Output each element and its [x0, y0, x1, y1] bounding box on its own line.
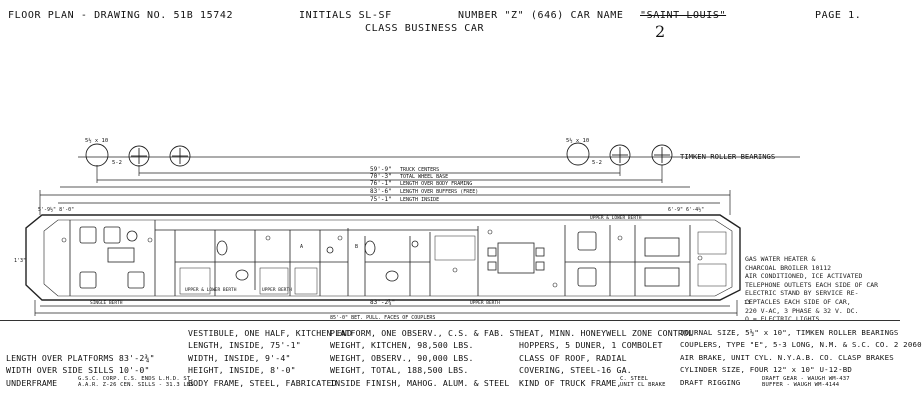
truck-label-4: 5-2 [592, 160, 602, 166]
dim-side-right: 13 [744, 300, 750, 306]
room-label-b: B [355, 244, 358, 250]
car-name-struck: "SAINT LOUIS" [640, 10, 727, 21]
dim-desc-3: LENGTH OVER BODY FRAMING [400, 181, 472, 187]
truck-label-2: 5-2 [112, 160, 122, 166]
room-label-a: A [300, 244, 303, 250]
spec-underframe: UNDERFRAME [6, 377, 58, 388]
note-line: TELEPHONE OUTLETS EACH SIDE OF CAR [745, 280, 879, 289]
dim-desc-1: TRUCK CENTERS [400, 167, 439, 173]
plan-label-upper-2: UPPER BERTH [470, 300, 500, 306]
dim-right-top: 6'-9" 6'-4½" [668, 206, 704, 213]
spec-col-3: PLATFORM, ONE OBSERV., C.S. & FAB. ST. W… [330, 328, 525, 388]
axle-circle [169, 145, 191, 167]
car-number-label: NUMBER "Z" (646) CAR NAME [458, 10, 624, 21]
dim-desc-5: LENGTH INSIDE [400, 197, 439, 203]
note-line: 220 V-AC, 3 PHASE & 32 V. DC. [745, 306, 859, 315]
spec-divider [0, 320, 900, 321]
notes-block: GAS WATER HEATER & CHARCOAL BROILER 1011… [745, 255, 878, 324]
page-number: PAGE 1. [815, 10, 862, 21]
truck-label-1: 5½ x 10 [85, 137, 108, 144]
note-line: O = ELECTRIC LIGHTS [745, 315, 878, 324]
bearings-label: TIMKEN ROLLER BEARINGS [680, 152, 775, 161]
handwritten-mark: 2 [655, 22, 666, 41]
note-line: AIR CONDITIONED, ICE ACTIVATED [745, 272, 863, 281]
dim-value-4: 83'-6" [370, 188, 392, 195]
dim-side-left: 1'3" [14, 258, 26, 264]
plan-label-upper: UPPER BERTH [262, 287, 292, 293]
spec-underframe-detail: G.S.C. CORP. C.S. ENDS L.H.D. ST. A.A.R.… [78, 376, 198, 388]
plan-label-upper-lower-top: UPPER & LOWER BERTH [590, 215, 642, 221]
note-line: GAS WATER HEATER & [745, 255, 816, 263]
class-label: CLASS BUSINESS CAR [365, 23, 485, 34]
dim-desc-2: TOTAL WHEEL BASE [400, 174, 448, 180]
drawing-number: FLOOR PLAN - DRAWING NO. 51B 15742 [8, 10, 234, 21]
spec-col-1: LENGTH OVER PLATFORMS 83'-2¾" WIDTH OVER… [6, 327, 155, 389]
spec-col-4: HEAT, MINN. HONEYWELL ZONE CONTROL HOPPE… [519, 328, 694, 388]
spec-length-platforms: LENGTH OVER PLATFORMS 83'-2¾" [6, 352, 155, 363]
axle-circle [85, 143, 109, 167]
spec-truck-frame-detail: C. STEEL UNIT CL BRAKE [620, 376, 666, 388]
truck-label-3: 5½ x 10 [566, 137, 589, 144]
spec-col-5: JOURNAL SIZE, 5½" x 10", TIMKEN ROLLER B… [680, 328, 922, 387]
dim-desc-4: LENGTH OVER BUFFERS (FREE) [400, 189, 478, 195]
dim-bottom-mid: 83'-2¾" [370, 299, 395, 306]
dim-left-top: 5'-9½" 8'-0" [38, 206, 74, 213]
note-line: ELECTRIC STAND BY SERVICE RE- [745, 289, 859, 298]
initials-label: INITIALS SL-SF [299, 10, 392, 21]
note-line: CEPTACLES EACH SIDE OF CAR, [745, 297, 851, 306]
floor-plan-drawing: 5½ x 10 5-2 5½ x 10 5-2 TIMKEN ROLLER BE… [14, 137, 800, 321]
dim-bottom-full: 85'-0" BET. PULL. FACES OF COUPLERS [330, 315, 435, 321]
dim-value-2: 70'-3" [370, 173, 392, 180]
dim-value-1: 59'-9" [370, 166, 392, 173]
spec-draft-detail: DRAFT GEAR - WAUGH WM-437 BUFFER - WAUGH… [762, 376, 850, 388]
dim-value-5: 75'-1" [370, 196, 392, 203]
note-line: CHARCOAL BROILER 10112 [745, 263, 832, 272]
spec-width-sills: WIDTH OVER SIDE SILLS 10'-0" [6, 365, 150, 376]
axle-circle [566, 142, 590, 166]
spec-col-2: VESTIBULE, ONE HALF, KITCHEN END LENGTH,… [188, 328, 353, 388]
plan-label-single: SINGLE BERTH [90, 300, 123, 306]
plan-label-upper-lower: UPPER & LOWER BERTH [185, 287, 237, 293]
dim-value-3: 76'-1" [370, 180, 392, 187]
